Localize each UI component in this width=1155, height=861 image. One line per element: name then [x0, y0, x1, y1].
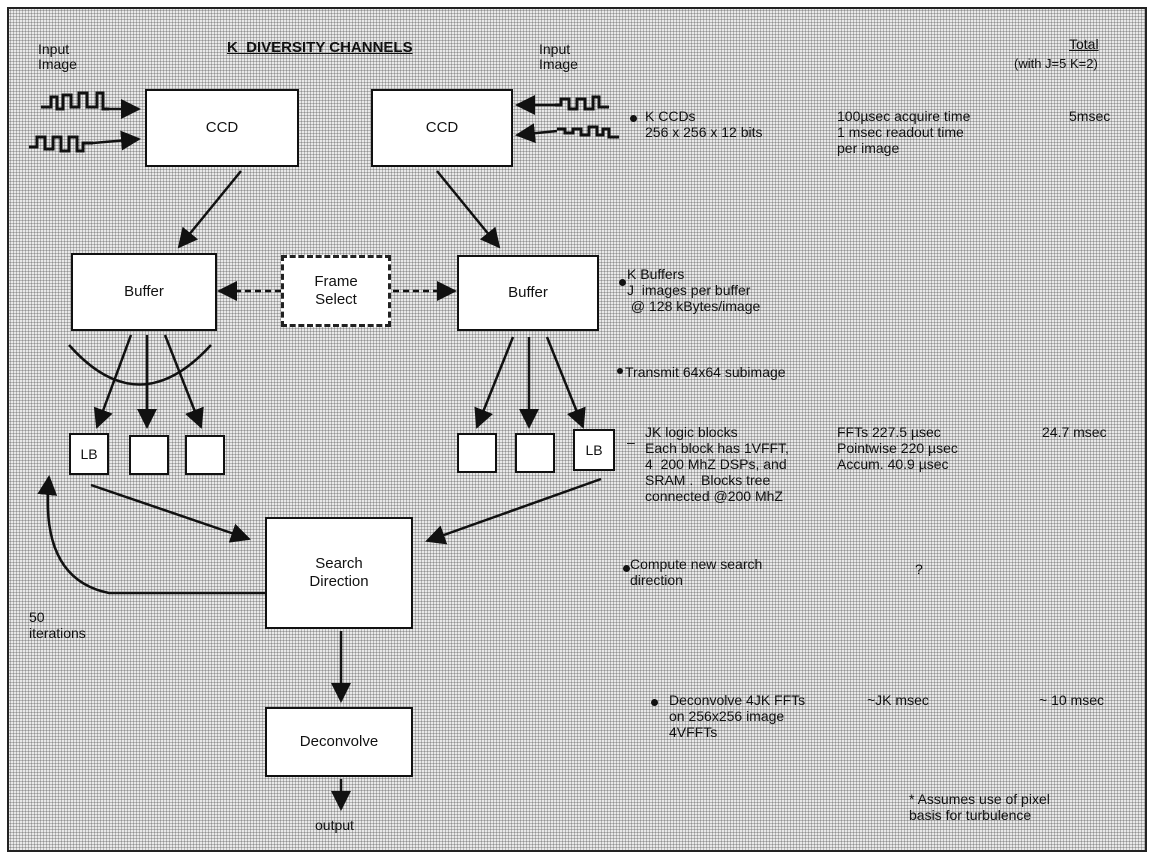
dash-icon: –	[627, 434, 635, 450]
logic-blocks-description: JK logic blocks Each block has 1VFFT, 4 …	[645, 424, 789, 504]
total-column-header: Total	[1069, 36, 1099, 52]
logic-to-search-arrow	[425, 477, 602, 545]
iterations-label: 50 iterations	[29, 609, 86, 641]
logic-blocks-timing: FFTs 227.5 µsec Pointwise 220 µsec Accum…	[837, 424, 958, 472]
logic-to-search-arrow	[90, 483, 251, 543]
logic-block	[185, 435, 225, 475]
logic-block-lb-left: LB	[69, 433, 109, 475]
input-signal-arrow	[515, 123, 558, 144]
logic-block	[457, 433, 497, 473]
input-signal-waveform	[557, 125, 619, 139]
ccd-total: 5msec	[1069, 108, 1111, 124]
footnote: * Assumes use of pixel basis for turbule…	[909, 791, 1050, 823]
search-description: Compute new search direction	[630, 556, 763, 588]
input-signal-arrow	[92, 130, 141, 151]
logic-block	[129, 435, 169, 475]
fanout-arc	[68, 344, 212, 386]
iteration-feedback-loop	[37, 475, 265, 595]
ccd-to-buffer-arrow	[177, 170, 242, 249]
diagram-title: K DIVERSITY CHANNELS	[227, 39, 413, 56]
transmit-description: Transmit 64x64 subimage	[625, 364, 786, 380]
ccd-timing: 100µsec acquire time 1 msec readout time…	[837, 108, 971, 156]
deconvolve-total: ~ 10 msec	[1039, 692, 1104, 708]
output-label: output	[315, 817, 354, 833]
input-signal-waveform	[29, 135, 93, 153]
buffer-right-block: Buffer	[457, 255, 599, 331]
logic-blocks-total: 24.7 msec	[1042, 424, 1107, 440]
connections-layer	[29, 91, 619, 811]
logic-block	[515, 433, 555, 473]
buffer-to-logic-arrow	[163, 334, 204, 429]
logic-block-lb-right: LB	[573, 429, 615, 471]
bullet-icon	[630, 115, 637, 122]
bullet-icon	[617, 368, 623, 374]
ccd-to-buffer-arrow	[436, 170, 501, 249]
deconvolve-description: Deconvolve 4JK FFTs on 256x256 image 4VF…	[669, 692, 806, 740]
input-image-label-left: Input Image	[38, 41, 77, 72]
ccd-description: K CCDs 256 x 256 x 12 bits	[645, 108, 763, 140]
ccd-left-block: CCD	[145, 89, 299, 167]
buffer-left-block: Buffer	[71, 253, 217, 331]
input-signal-waveform	[555, 95, 609, 111]
buffer-to-logic-arrow	[93, 334, 133, 429]
buffer-description: K Buffers J images per buffer @ 128 kByt…	[627, 266, 761, 314]
deconvolve-block: Deconvolve	[265, 707, 413, 777]
search-direction-block: Search Direction	[265, 517, 413, 629]
input-image-label-right: Input Image	[539, 41, 578, 72]
total-parameters: (with J=5 K=2)	[1014, 56, 1098, 71]
bullet-icon	[619, 279, 626, 286]
buffer-to-logic-arrow	[474, 336, 515, 429]
bullet-icon	[651, 699, 658, 706]
frame-select-block: Frame Select	[281, 255, 391, 327]
deconvolve-timing: ~JK msec	[867, 692, 929, 708]
ccd-right-block: CCD	[371, 89, 513, 167]
bullet-icon	[623, 565, 630, 572]
search-timing: ?	[915, 561, 923, 577]
input-signal-waveform	[41, 91, 109, 111]
buffer-to-logic-arrow	[545, 336, 586, 429]
diagram-frame: K DIVERSITY CHANNELS Total (with J=5 K=2…	[7, 7, 1147, 852]
